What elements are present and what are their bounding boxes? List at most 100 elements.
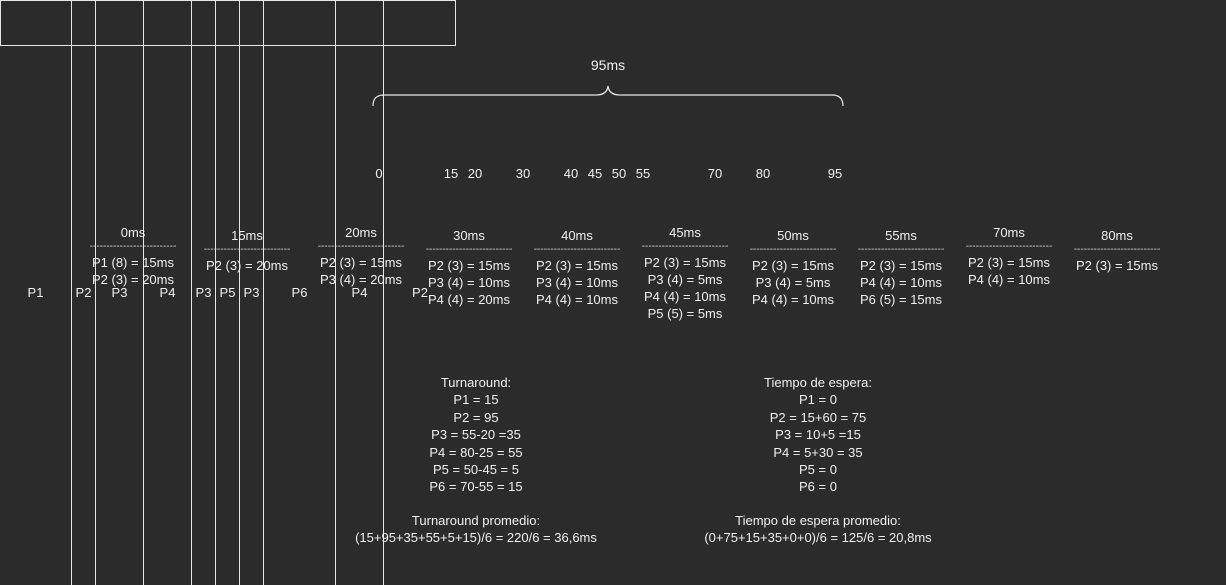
queue-divider: --------------------------	[203, 245, 291, 255]
gantt-segment: P3	[96, 0, 144, 585]
gantt-tick-label: 80	[755, 166, 771, 181]
gantt-segment: P1	[0, 0, 72, 585]
gantt-segment: P4	[336, 0, 384, 585]
queue-item: P3 (4) = 20ms	[319, 272, 402, 287]
queue-time-label: 55ms	[885, 228, 917, 243]
waiting-time-line: P3 = 10+5 =15	[775, 427, 861, 443]
turnaround-line: P2 = 95	[453, 409, 499, 425]
gantt-segment: P2	[412, 285, 428, 300]
queue-divider: --------------------------	[1073, 245, 1161, 255]
turnaround-line: P6 = 70-55 = 15	[429, 479, 523, 495]
queue-column: 45ms -------------------------- P2 (3) = 1…	[635, 224, 735, 322]
queue-column: 55ms -------------------------- P2 (3) = 1…	[851, 227, 951, 308]
total-time-brace	[372, 85, 844, 107]
queue-item: P2 (3) = 15ms	[319, 255, 402, 270]
gantt-segment: P5	[216, 0, 240, 585]
queue-item: P2 (3) = 15ms	[1075, 258, 1158, 273]
queue-time-label: 40ms	[561, 228, 593, 243]
waiting-time-title: Tiempo de espera:	[764, 375, 872, 390]
queue-column: 30ms -------------------------- P2 (3) = 1…	[419, 227, 519, 308]
queue-item: P4 (4) = 10ms	[751, 292, 834, 307]
gantt-tick-label: 70	[707, 166, 723, 181]
turnaround-line: P3 = 55-20 =35	[431, 427, 521, 443]
turnaround-line: P1 = 15	[453, 392, 499, 408]
queue-divider: --------------------------	[641, 242, 729, 252]
queue-item: P1 (8) = 15ms	[91, 255, 174, 270]
queue-item: P3 (4) = 5ms	[755, 275, 831, 290]
gantt-segment: P3	[192, 0, 216, 585]
queue-column: 80ms -------------------------- P2 (3) = 1…	[1067, 227, 1167, 274]
queue-divider: --------------------------	[89, 242, 177, 252]
gantt-tick-label: 30	[515, 166, 531, 181]
gantt-segment: P4	[144, 0, 192, 585]
gantt-tick-label: 15	[443, 166, 459, 181]
gantt-segment: P3	[240, 0, 264, 585]
queue-item: P3 (4) = 10ms	[535, 275, 618, 290]
queue-item: P6 (5) = 15ms	[859, 292, 942, 307]
queue-item: P2 (3) = 15ms	[967, 255, 1050, 270]
queue-item: P2 (3) = 15ms	[751, 258, 834, 273]
queue-item: P2 (3) = 20ms	[91, 272, 174, 287]
queue-column: 40ms -------------------------- P2 (3) = 1…	[527, 227, 627, 308]
queue-column: 20ms -------------------------- P2 (3) = 1…	[311, 224, 411, 288]
queue-time-label: 70ms	[993, 225, 1025, 240]
total-time-label: 95ms	[590, 57, 626, 73]
queue-divider: --------------------------	[317, 242, 405, 252]
turnaround-average-value: (15+95+35+55+5+15)/6 = 220/6 = 36,6ms	[355, 530, 597, 546]
gantt-tick-label: 0	[375, 166, 383, 181]
waiting-time-line: P4 = 5+30 = 35	[773, 444, 863, 460]
queue-item: P4 (4) = 10ms	[967, 272, 1050, 287]
queue-item: P2 (3) = 15ms	[535, 258, 618, 273]
queue-item: P4 (4) = 20ms	[427, 292, 510, 307]
gantt-segment: P2	[72, 0, 96, 585]
queue-column: 50ms -------------------------- P2 (3) = 1…	[743, 227, 843, 308]
waiting-time-average-block: Tiempo de espera promedio: (0+75+15+35+0…	[660, 512, 976, 547]
gantt-tick-label: 50	[611, 166, 627, 181]
queue-divider: --------------------------	[749, 245, 837, 255]
queue-column: 70ms -------------------------- P2 (3) = 1…	[959, 224, 1059, 288]
queue-item: P4 (4) = 10ms	[535, 292, 618, 307]
queue-item: P3 (4) = 5ms	[647, 272, 723, 287]
queue-time-label: 20ms	[345, 225, 377, 240]
waiting-time-line: P5 = 0	[799, 462, 837, 478]
gantt-tick-label: 20	[467, 166, 483, 181]
waiting-time-line: P6 = 0	[799, 479, 837, 495]
queue-divider: --------------------------	[533, 245, 621, 255]
queue-time-label: 15ms	[231, 228, 263, 243]
gantt-tick-label: 45	[587, 166, 603, 181]
gantt-tick-label: 95	[827, 166, 843, 181]
queue-item: P3 (4) = 10ms	[427, 275, 510, 290]
waiting-time-line: P2 = 15+60 = 75	[769, 409, 867, 425]
queue-divider: --------------------------	[425, 245, 513, 255]
queue-column: 0ms -------------------------- P1 (8) = 15…	[83, 224, 183, 288]
queue-item: P4 (4) = 10ms	[643, 289, 726, 304]
queue-time-label: 50ms	[777, 228, 809, 243]
turnaround-title: Turnaround:	[440, 375, 512, 390]
waiting-time-average-title: Tiempo de espera promedio:	[735, 513, 901, 528]
queue-divider: --------------------------	[965, 242, 1053, 252]
queue-column: 15ms -------------------------- P2 (3) = 2…	[197, 227, 297, 274]
queue-time-label: 30ms	[453, 228, 485, 243]
gantt-tick-label: 40	[563, 166, 579, 181]
turnaround-average-title: Turnaround promedio:	[411, 513, 541, 528]
queue-item: P5 (5) = 5ms	[647, 306, 723, 321]
turnaround-line: P4 = 80-25 = 55	[429, 444, 523, 460]
queue-time-label: 45ms	[669, 225, 701, 240]
queue-item: P2 (3) = 15ms	[859, 258, 942, 273]
turnaround-line: P5 = 50-45 = 5	[432, 462, 519, 478]
gantt-tick-label: 55	[635, 166, 651, 181]
queue-divider: --------------------------	[857, 245, 945, 255]
queue-time-label: 0ms	[120, 225, 146, 240]
queue-item: P2 (3) = 15ms	[643, 255, 726, 270]
queue-item: P2 (3) = 15ms	[427, 258, 510, 273]
waiting-time-line: P1 = 0	[799, 392, 837, 408]
waiting-time-average-value: (0+75+15+35+0+0)/6 = 125/6 = 20,8ms	[704, 530, 932, 546]
queue-item: P2 (3) = 20ms	[205, 258, 288, 273]
queue-time-label: 80ms	[1101, 228, 1133, 243]
queue-item: P4 (4) = 10ms	[859, 275, 942, 290]
